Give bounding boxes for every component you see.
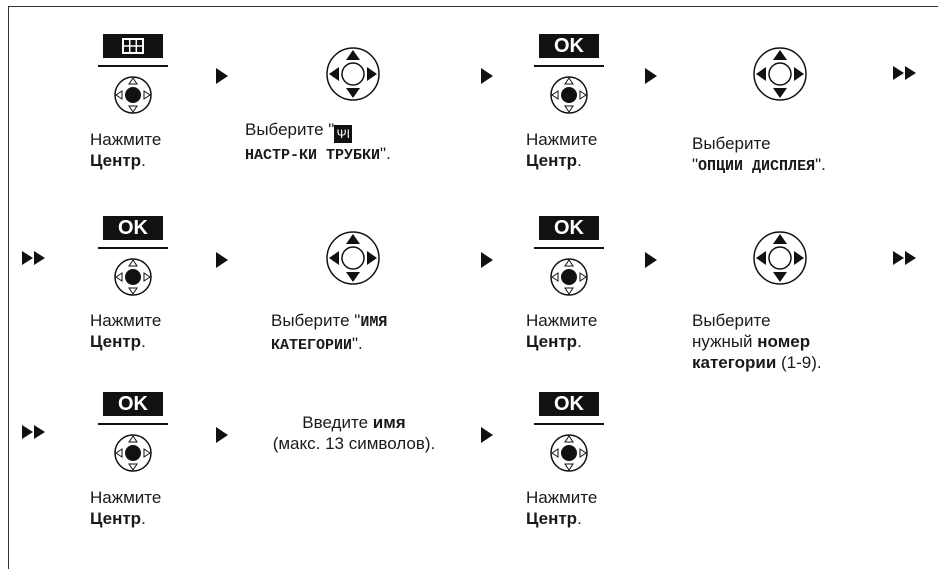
next-arrow-icon [481,68,493,84]
continue-arrow-icon [22,251,46,270]
navigator-center-icon [550,76,588,114]
continue-arrow-icon [893,251,917,270]
divider-line [534,65,604,67]
menu-key-control [98,32,168,126]
navigator-center-icon [550,258,588,296]
ok-key: OK [103,216,163,240]
navigator-joystick-icon [753,231,807,285]
divider-line [98,423,168,425]
next-arrow-icon [645,252,657,268]
divider-line [534,423,604,425]
next-arrow-icon [216,68,228,84]
ok-key: OK [539,34,599,58]
ok-key-control: OK [98,390,168,484]
navigator-center-icon [114,434,152,472]
step-r3c2-text: Введите имя(макс. 13 символов). [272,413,436,453]
divider-line [534,247,604,249]
ok-key-control: OK [534,32,604,126]
ok-key-control: OK [98,214,168,308]
navigator-joystick-icon [326,231,380,285]
ok-key: OK [103,392,163,416]
next-arrow-icon [481,427,493,443]
ok-key: OK [539,216,599,240]
navigator-joystick-icon [326,47,380,101]
ok-key-control: OK [534,214,604,308]
navigator-center-icon [114,258,152,296]
next-arrow-icon [645,68,657,84]
next-arrow-icon [481,252,493,268]
navigator-joystick-icon [753,47,807,101]
navigator-center-icon [114,76,152,114]
tool-icon: ΨΙ [334,125,353,143]
menu-grid-icon [103,34,163,58]
continue-arrow-icon [893,66,917,85]
next-arrow-icon [216,427,228,443]
ok-key: OK [539,392,599,416]
diagram-frame [8,6,938,569]
continue-arrow-icon [22,425,46,444]
ok-key-control: OK [534,390,604,484]
next-arrow-icon [216,252,228,268]
divider-line [98,247,168,249]
divider-line [98,65,168,67]
navigator-center-icon [550,434,588,472]
step-r1c4-text: Выберите"ОПЦИИ ДИСПЛЕЯ". [692,134,826,175]
